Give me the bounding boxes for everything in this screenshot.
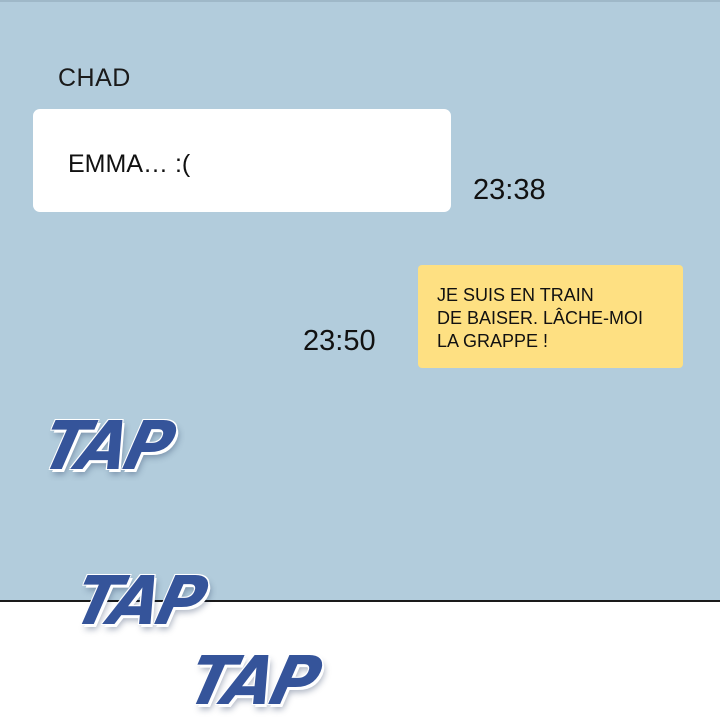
sound-effect-tap: TAP bbox=[180, 643, 326, 721]
sound-effect-tap: TAP bbox=[66, 563, 212, 641]
incoming-message-bubble: EMMA… :( bbox=[33, 109, 451, 212]
chat-screen: CHAD EMMA… :( 23:38 23:50 JE SUIS EN TRA… bbox=[0, 0, 720, 600]
sound-effect-tap: TAP bbox=[34, 408, 180, 486]
outgoing-message-time: 23:50 bbox=[303, 325, 376, 357]
outgoing-message-bubble: JE SUIS EN TRAIN DE BAISER. LÂCHE-MOI LA… bbox=[418, 265, 683, 368]
outgoing-message-text: JE SUIS EN TRAIN DE BAISER. LÂCHE-MOI LA… bbox=[437, 285, 644, 351]
incoming-message-time: 23:38 bbox=[473, 174, 546, 206]
contact-name: CHAD bbox=[58, 64, 131, 92]
incoming-message-text: EMMA… :( bbox=[68, 150, 191, 178]
panel-gutter bbox=[0, 600, 720, 700]
